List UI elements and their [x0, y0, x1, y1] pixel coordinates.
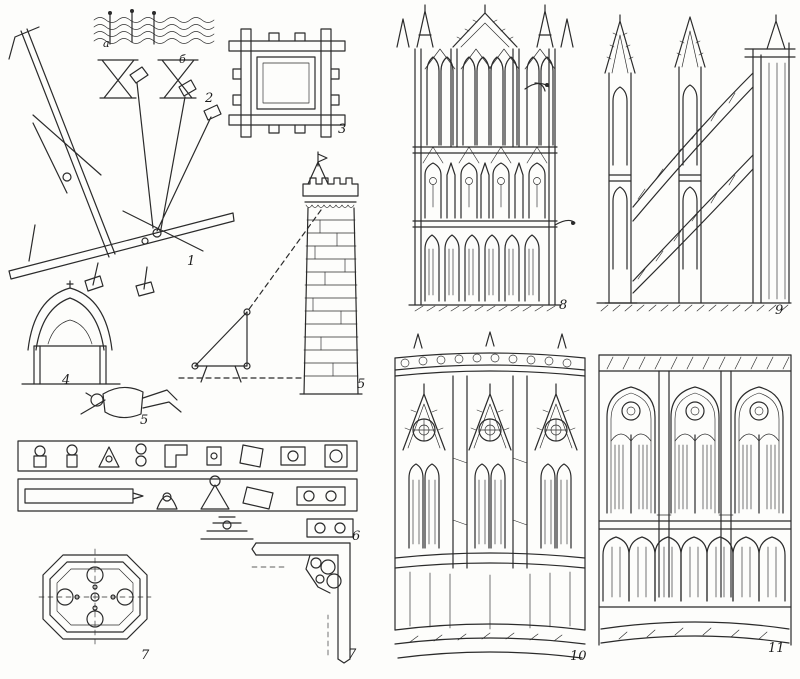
figure-8-gothic-tower-elevation — [396, 4, 576, 312]
figure-5-label-tower: 5 — [357, 377, 366, 392]
figure-10-apse-exterior-elevation — [394, 331, 586, 659]
figure-2-label: 2 — [205, 91, 214, 106]
figure-2-sublabel-a: а — [103, 37, 110, 50]
figure-11-label: 11 — [768, 641, 785, 656]
figure-3-timber-frame-drawing — [228, 28, 346, 138]
figure-8-label: 8 — [559, 298, 568, 313]
figure-2-sublabel-b: б — [179, 53, 186, 66]
figure-10-label: 10 — [570, 649, 587, 664]
figure-5-label-man: 5 — [140, 413, 149, 428]
figure-7-left-label: 7 — [141, 648, 150, 663]
figure-9-label: 9 — [775, 303, 784, 318]
figure-4-arch-centering-drawing — [21, 280, 121, 385]
figure-1-label: 1 — [187, 254, 196, 269]
figure-6-label: 6 — [352, 529, 361, 544]
figure-3-label: 3 — [338, 122, 347, 137]
figure-9-flying-buttress-section — [596, 14, 796, 312]
figure-5-surveying-tower-drawing — [80, 151, 363, 419]
figure-4-label: 4 — [62, 373, 71, 388]
figure-7-octagonal-pier-plan — [38, 548, 152, 646]
figure-11-apse-interior-elevation — [598, 354, 792, 646]
figure-7-corner-pier-plan — [251, 542, 351, 664]
figure-2-water-saw-drawing — [93, 9, 215, 99]
figure-7-right-label: 7 — [348, 647, 357, 662]
figure-6-template-strips-drawing — [17, 440, 358, 540]
figure-1-lifting-device-drawing — [8, 26, 235, 297]
